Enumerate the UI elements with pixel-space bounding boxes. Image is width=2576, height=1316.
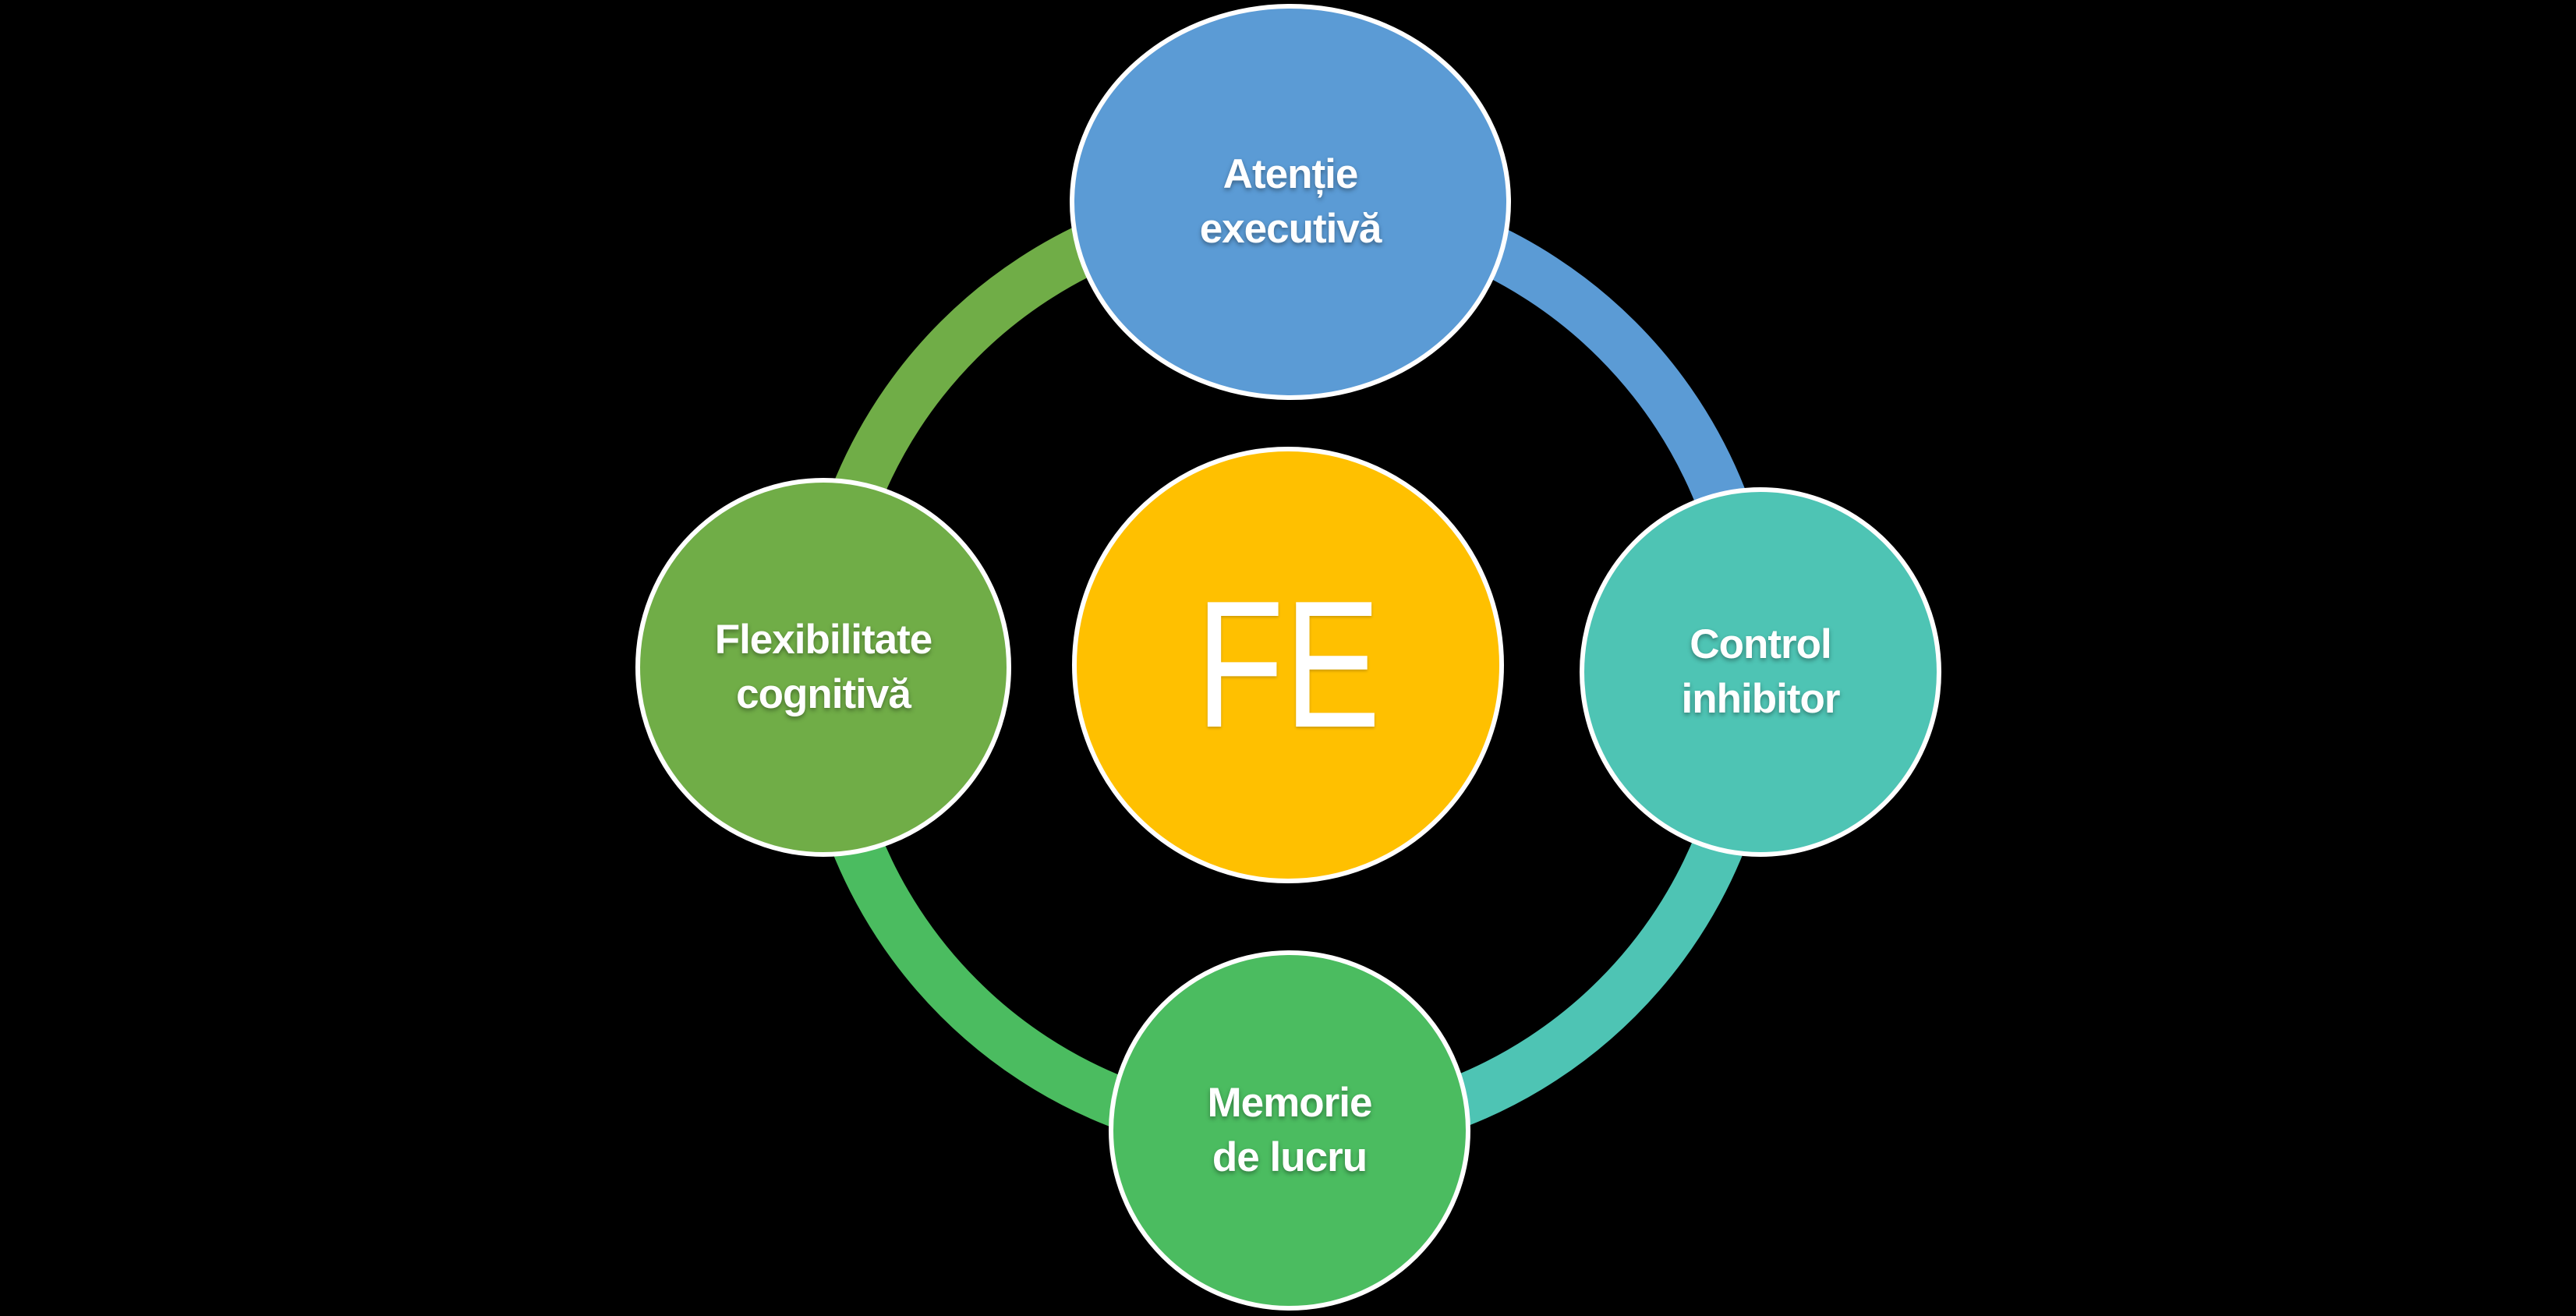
node-circle-bottom [1109,950,1470,1311]
node-label-left-text: Flexibilitate cognitivă [714,617,933,717]
node-label-top-text: Atenție executivă [1199,151,1382,252]
node-label-center-text: FE [1195,564,1381,766]
node-circle-left [635,478,1011,857]
node-circle-center [1072,447,1504,883]
node-label-top: Atenție executivă [1072,6,1509,398]
node-circle-top [1070,4,1511,400]
node-label-center: FE [1074,449,1502,881]
node-label-bottom-text: Memorie de lucru [1207,1080,1373,1180]
node-circle-right [1580,487,1941,857]
node-label-bottom: Memorie de lucru [1111,953,1468,1308]
node-label-right: Control inhibitor [1582,490,1939,854]
node-label-right-text: Control inhibitor [1681,621,1841,722]
node-label-left: Flexibilitate cognitivă [638,480,1009,854]
